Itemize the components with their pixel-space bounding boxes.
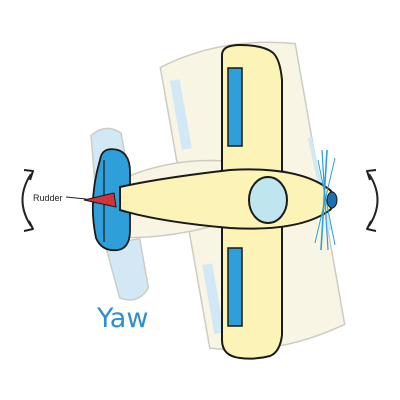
rudder-leader-line (65, 196, 87, 200)
propeller-hub (326, 191, 338, 209)
propeller (314, 149, 338, 251)
rudder-label: Rudder (33, 193, 63, 203)
diagram-title: Yaw (96, 303, 148, 334)
ghost-aileron-top (169, 79, 192, 150)
rotate-cw-arrow-icon (366, 169, 379, 232)
cockpit (248, 176, 288, 224)
rotate-ccw-arrow-icon (21, 169, 34, 232)
ghost-aileron-bottom (202, 263, 225, 335)
main-airplane (83, 43, 338, 360)
rudder (83, 192, 117, 208)
aileron-top (227, 67, 243, 147)
aileron-bottom (227, 247, 243, 327)
ghost-tail-bottom (104, 237, 150, 301)
